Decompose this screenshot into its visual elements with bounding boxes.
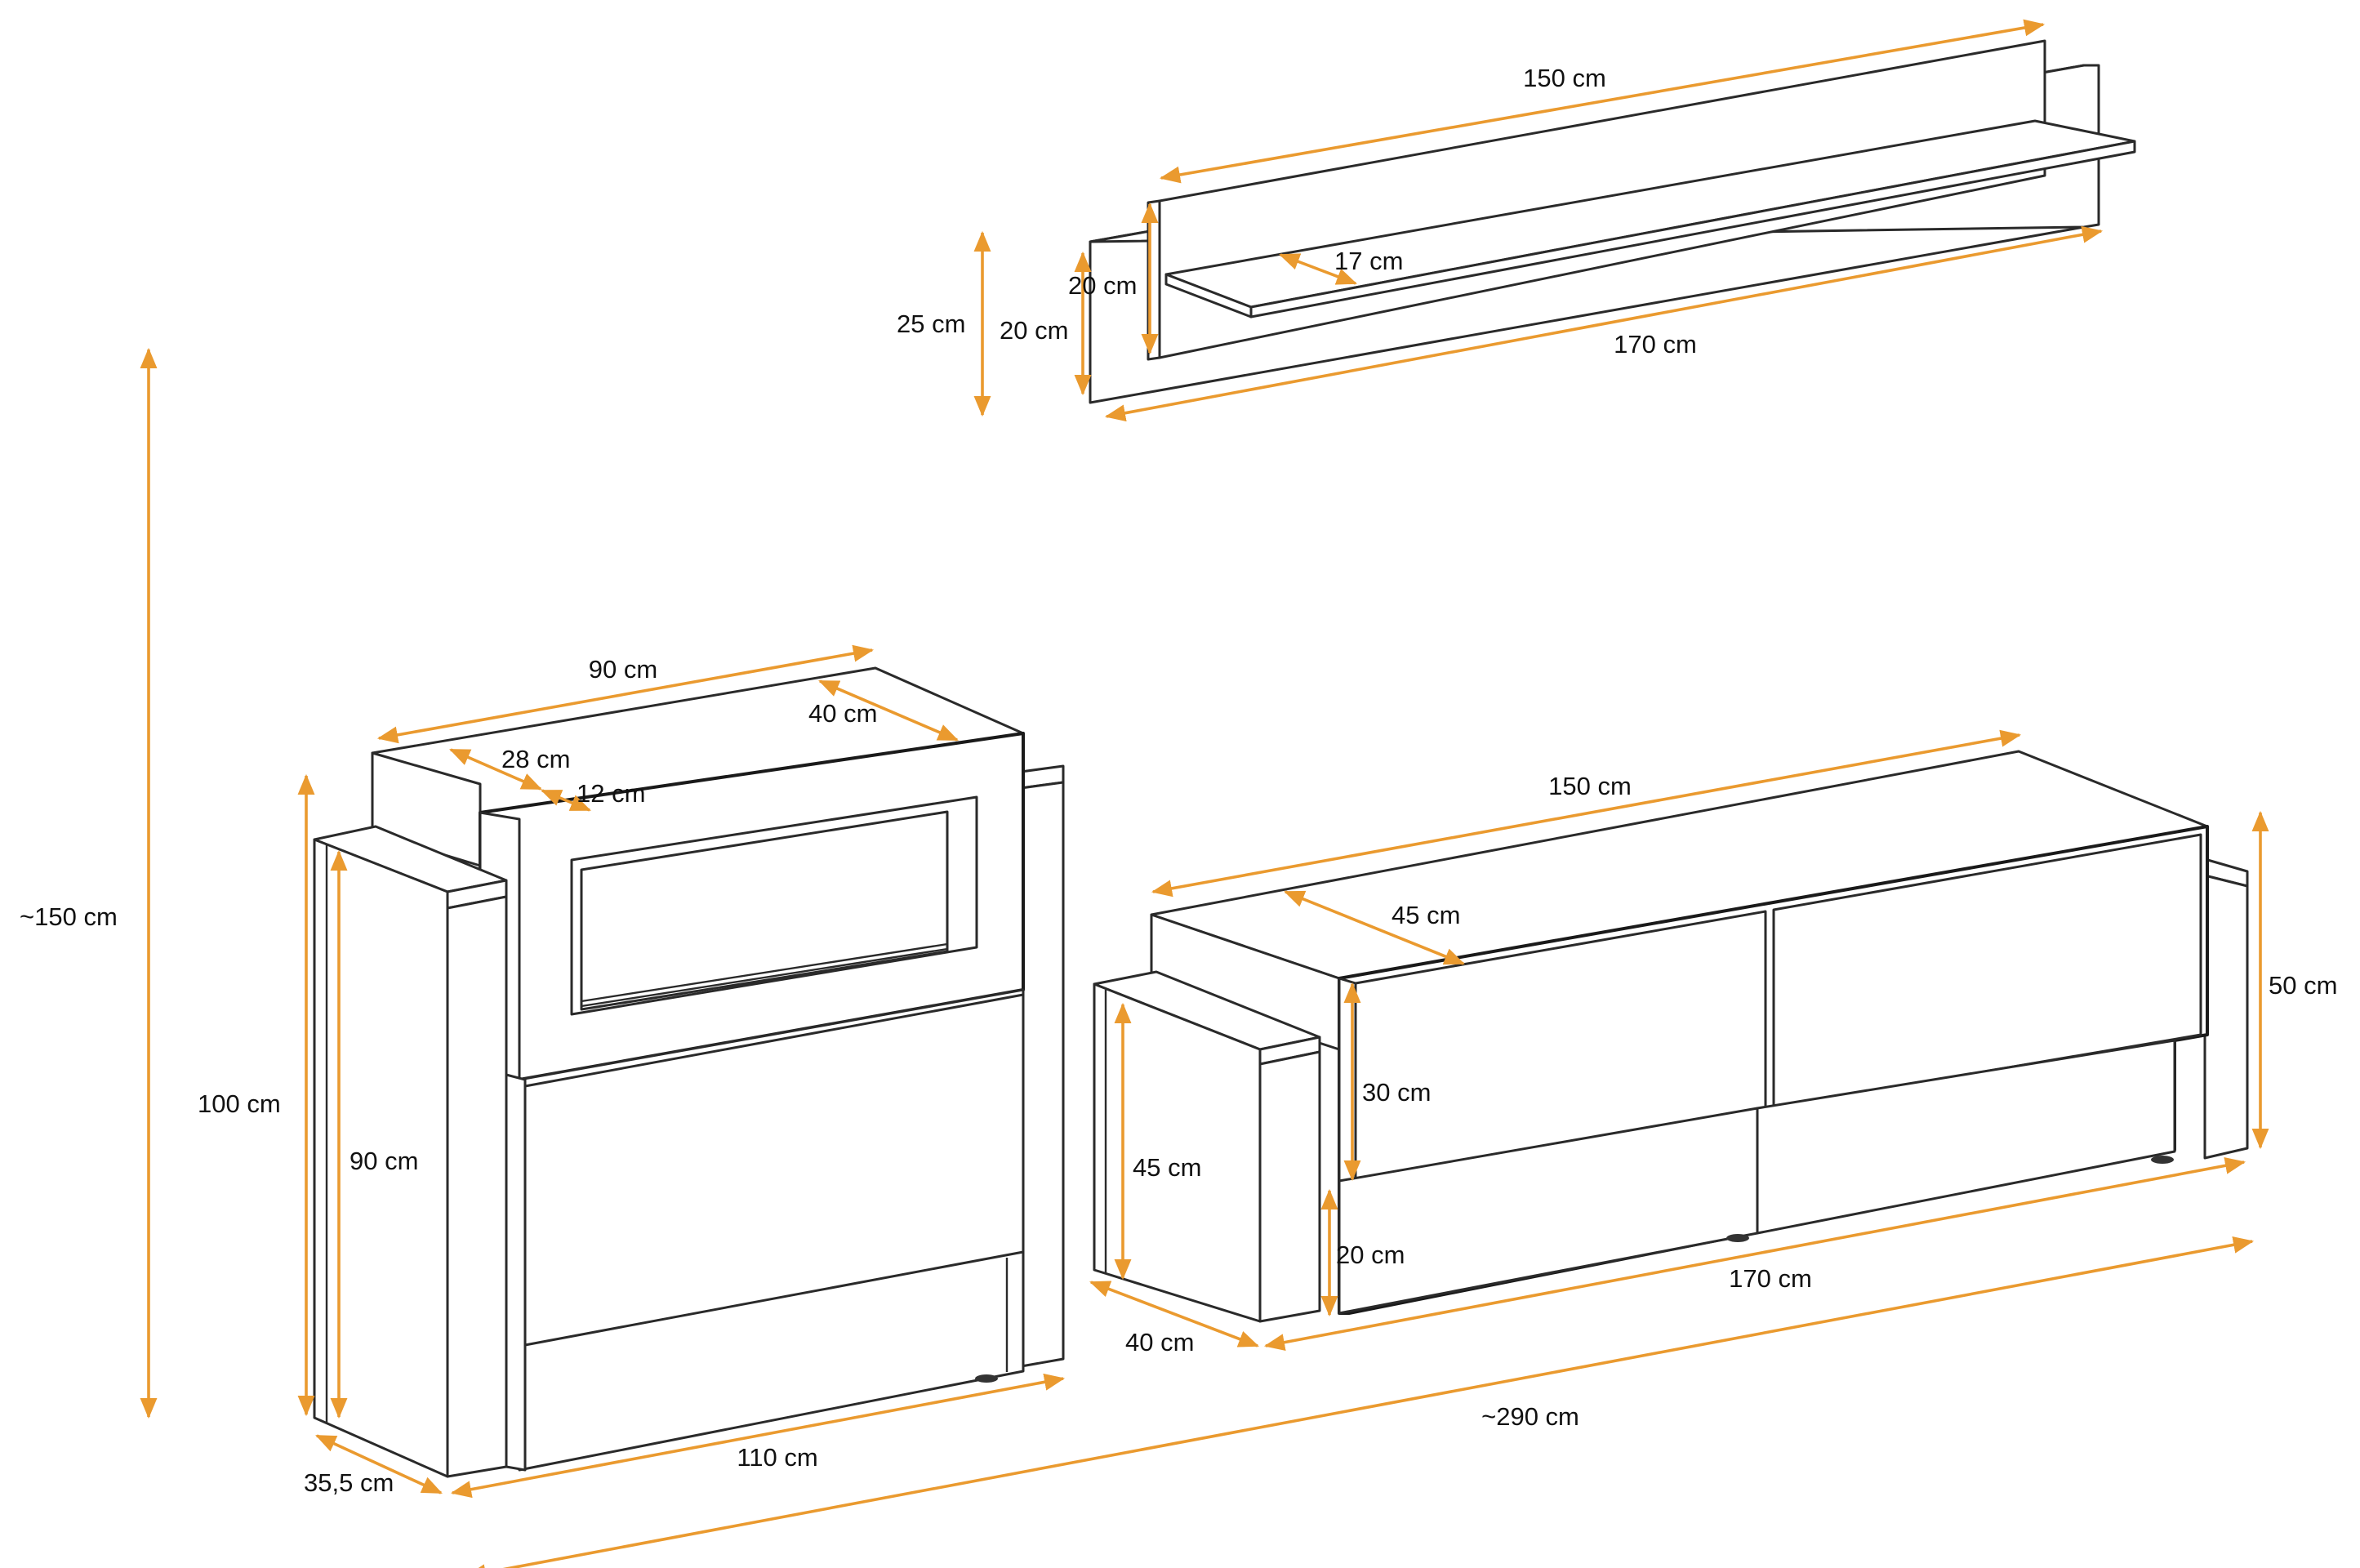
- label-lowboard-base-depth: 40 cm: [1125, 1328, 1194, 1356]
- tv-lowboard-drawer-right: [1772, 833, 2202, 1109]
- tv-lowboard-foot-middle: [1726, 1234, 1749, 1242]
- label-fireplace-frame-depth: 12 cm: [577, 779, 645, 808]
- label-lowboard-plinth-height: 20 cm: [1336, 1241, 1405, 1269]
- fireplace-burner-line-2: [581, 947, 948, 1008]
- label-lowboard-base-width: 170 cm: [1729, 1264, 1812, 1293]
- label-fireplace-top-depth: 40 cm: [808, 699, 877, 728]
- dim-line-overall-width: [465, 1236, 2255, 1568]
- dimension-lines: [140, 19, 2269, 1568]
- label-back-panel-height: 20 cm: [1000, 316, 1068, 345]
- dim-line-back-panel-width: [1104, 225, 2104, 422]
- label-fireplace-top-width: 90 cm: [589, 655, 657, 684]
- label-fireplace-side-height: 100 cm: [198, 1089, 281, 1118]
- label-lowboard-top-depth: 45 cm: [1392, 901, 1460, 929]
- tv-lowboard: [1093, 750, 2249, 1323]
- label-lowboard-top-width: 150 cm: [1548, 772, 1632, 800]
- label-shelf-depth: 17 cm: [1334, 247, 1403, 275]
- dim-line-lowboard-top-depth: [1284, 890, 1465, 965]
- label-shelf-width: 150 cm: [1523, 64, 1606, 92]
- dim-line-fireplace-top-width: [376, 644, 875, 744]
- dim-line-fireplace-frame-depth: [541, 789, 591, 812]
- fireplace-cabinet-left-column-front: [446, 895, 508, 1478]
- dim-line-shelf-width: [1159, 19, 2046, 184]
- label-shelf-total-height: 25 cm: [897, 310, 965, 338]
- fireplace-cabinet-foot: [975, 1374, 998, 1383]
- label-fireplace-insert-depth: 28 cm: [501, 745, 570, 773]
- wall-shelf: [1089, 39, 2136, 404]
- label-fireplace-base-width: 110 cm: [737, 1443, 817, 1472]
- tv-lowboard-left-unit-front: [1258, 1050, 1321, 1323]
- dim-line-fireplace-base-depth: [315, 1434, 443, 1494]
- label-lowboard-total-height: 50 cm: [2269, 971, 2337, 1000]
- tv-lowboard-foot-right: [2151, 1156, 2174, 1164]
- fireplace-cabinet-body-side: [505, 1073, 527, 1472]
- fireplace-window-inner: [580, 810, 949, 1011]
- label-back-panel-width: 170 cm: [1614, 330, 1697, 359]
- dimension-labels: 150 cm 17 cm 20 cm 20 cm 25 cm 170 cm 90…: [20, 64, 2337, 1497]
- label-fireplace-base-depth: 35,5 cm: [304, 1468, 394, 1497]
- fireplace-cabinet: [313, 666, 1065, 1478]
- label-overall-height: ~150 cm: [20, 902, 118, 931]
- label-lowboard-side-height: 45 cm: [1133, 1153, 1201, 1182]
- dim-line-fireplace-insert-depth: [449, 748, 542, 791]
- label-fireplace-inner-height: 90 cm: [350, 1147, 418, 1175]
- label-lowboard-drawer-height: 30 cm: [1362, 1078, 1431, 1107]
- tv-lowboard-right-column: [2203, 874, 2249, 1160]
- label-overall-width: ~290 cm: [1481, 1402, 1579, 1431]
- dim-line-fireplace-top-depth: [818, 679, 959, 742]
- dim-line-lowboard-top-width: [1151, 729, 2022, 898]
- fireplace-burner-line-1: [581, 942, 948, 1003]
- label-front-panel-height: 20 cm: [1068, 271, 1137, 300]
